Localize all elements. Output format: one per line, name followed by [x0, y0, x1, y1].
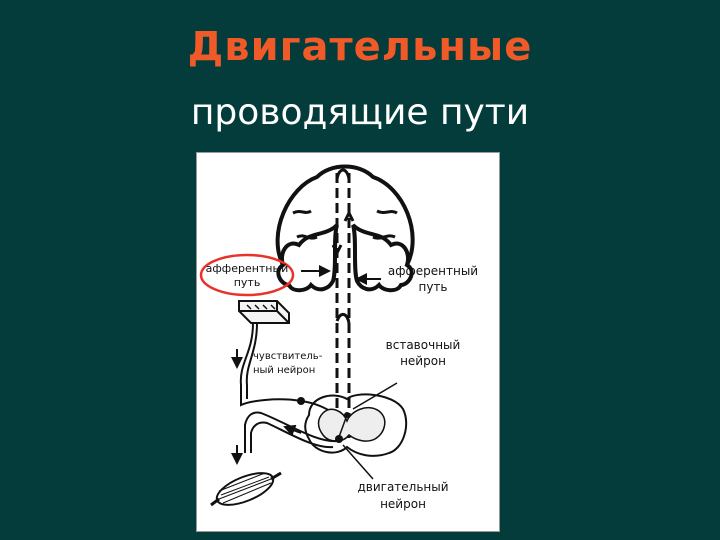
highlight-ellipse [199, 253, 295, 297]
motor-label-2: нейрон [380, 497, 426, 511]
sensory-fiber [239, 322, 338, 416]
brain-outline [276, 223, 339, 293]
afferent-label-right-1: афферентный [388, 264, 478, 278]
afferent-label-right-2: путь [418, 280, 447, 294]
motor-fiber [244, 411, 338, 453]
motor-label-1: двигательный [357, 480, 448, 494]
slide-subtitle: проводящие пути [190, 92, 530, 133]
brain-outline-right [351, 223, 414, 293]
brain-top [275, 164, 415, 266]
spinal-cord-section [304, 393, 408, 457]
afferent-label-left-2: путь [234, 276, 261, 289]
inter-label-2: нейрон [400, 354, 446, 368]
inter-label-1: вставочный [386, 338, 461, 352]
reflex-arc-diagram: афферентный путь афферентный путь чувств… [199, 164, 478, 511]
reflex-arc-figure: афферентный путь афферентный путь чувств… [196, 152, 500, 532]
sensory-label-2: ный нейрон [253, 365, 315, 376]
muscle-icon [210, 471, 282, 507]
slide-title: Двигательные [187, 24, 533, 70]
skin-receptor [238, 300, 290, 324]
sensory-label-1: чувствитель- [253, 351, 323, 362]
sensory-ganglion [297, 397, 305, 405]
afferent-label-left-1: афферентный [206, 262, 289, 275]
